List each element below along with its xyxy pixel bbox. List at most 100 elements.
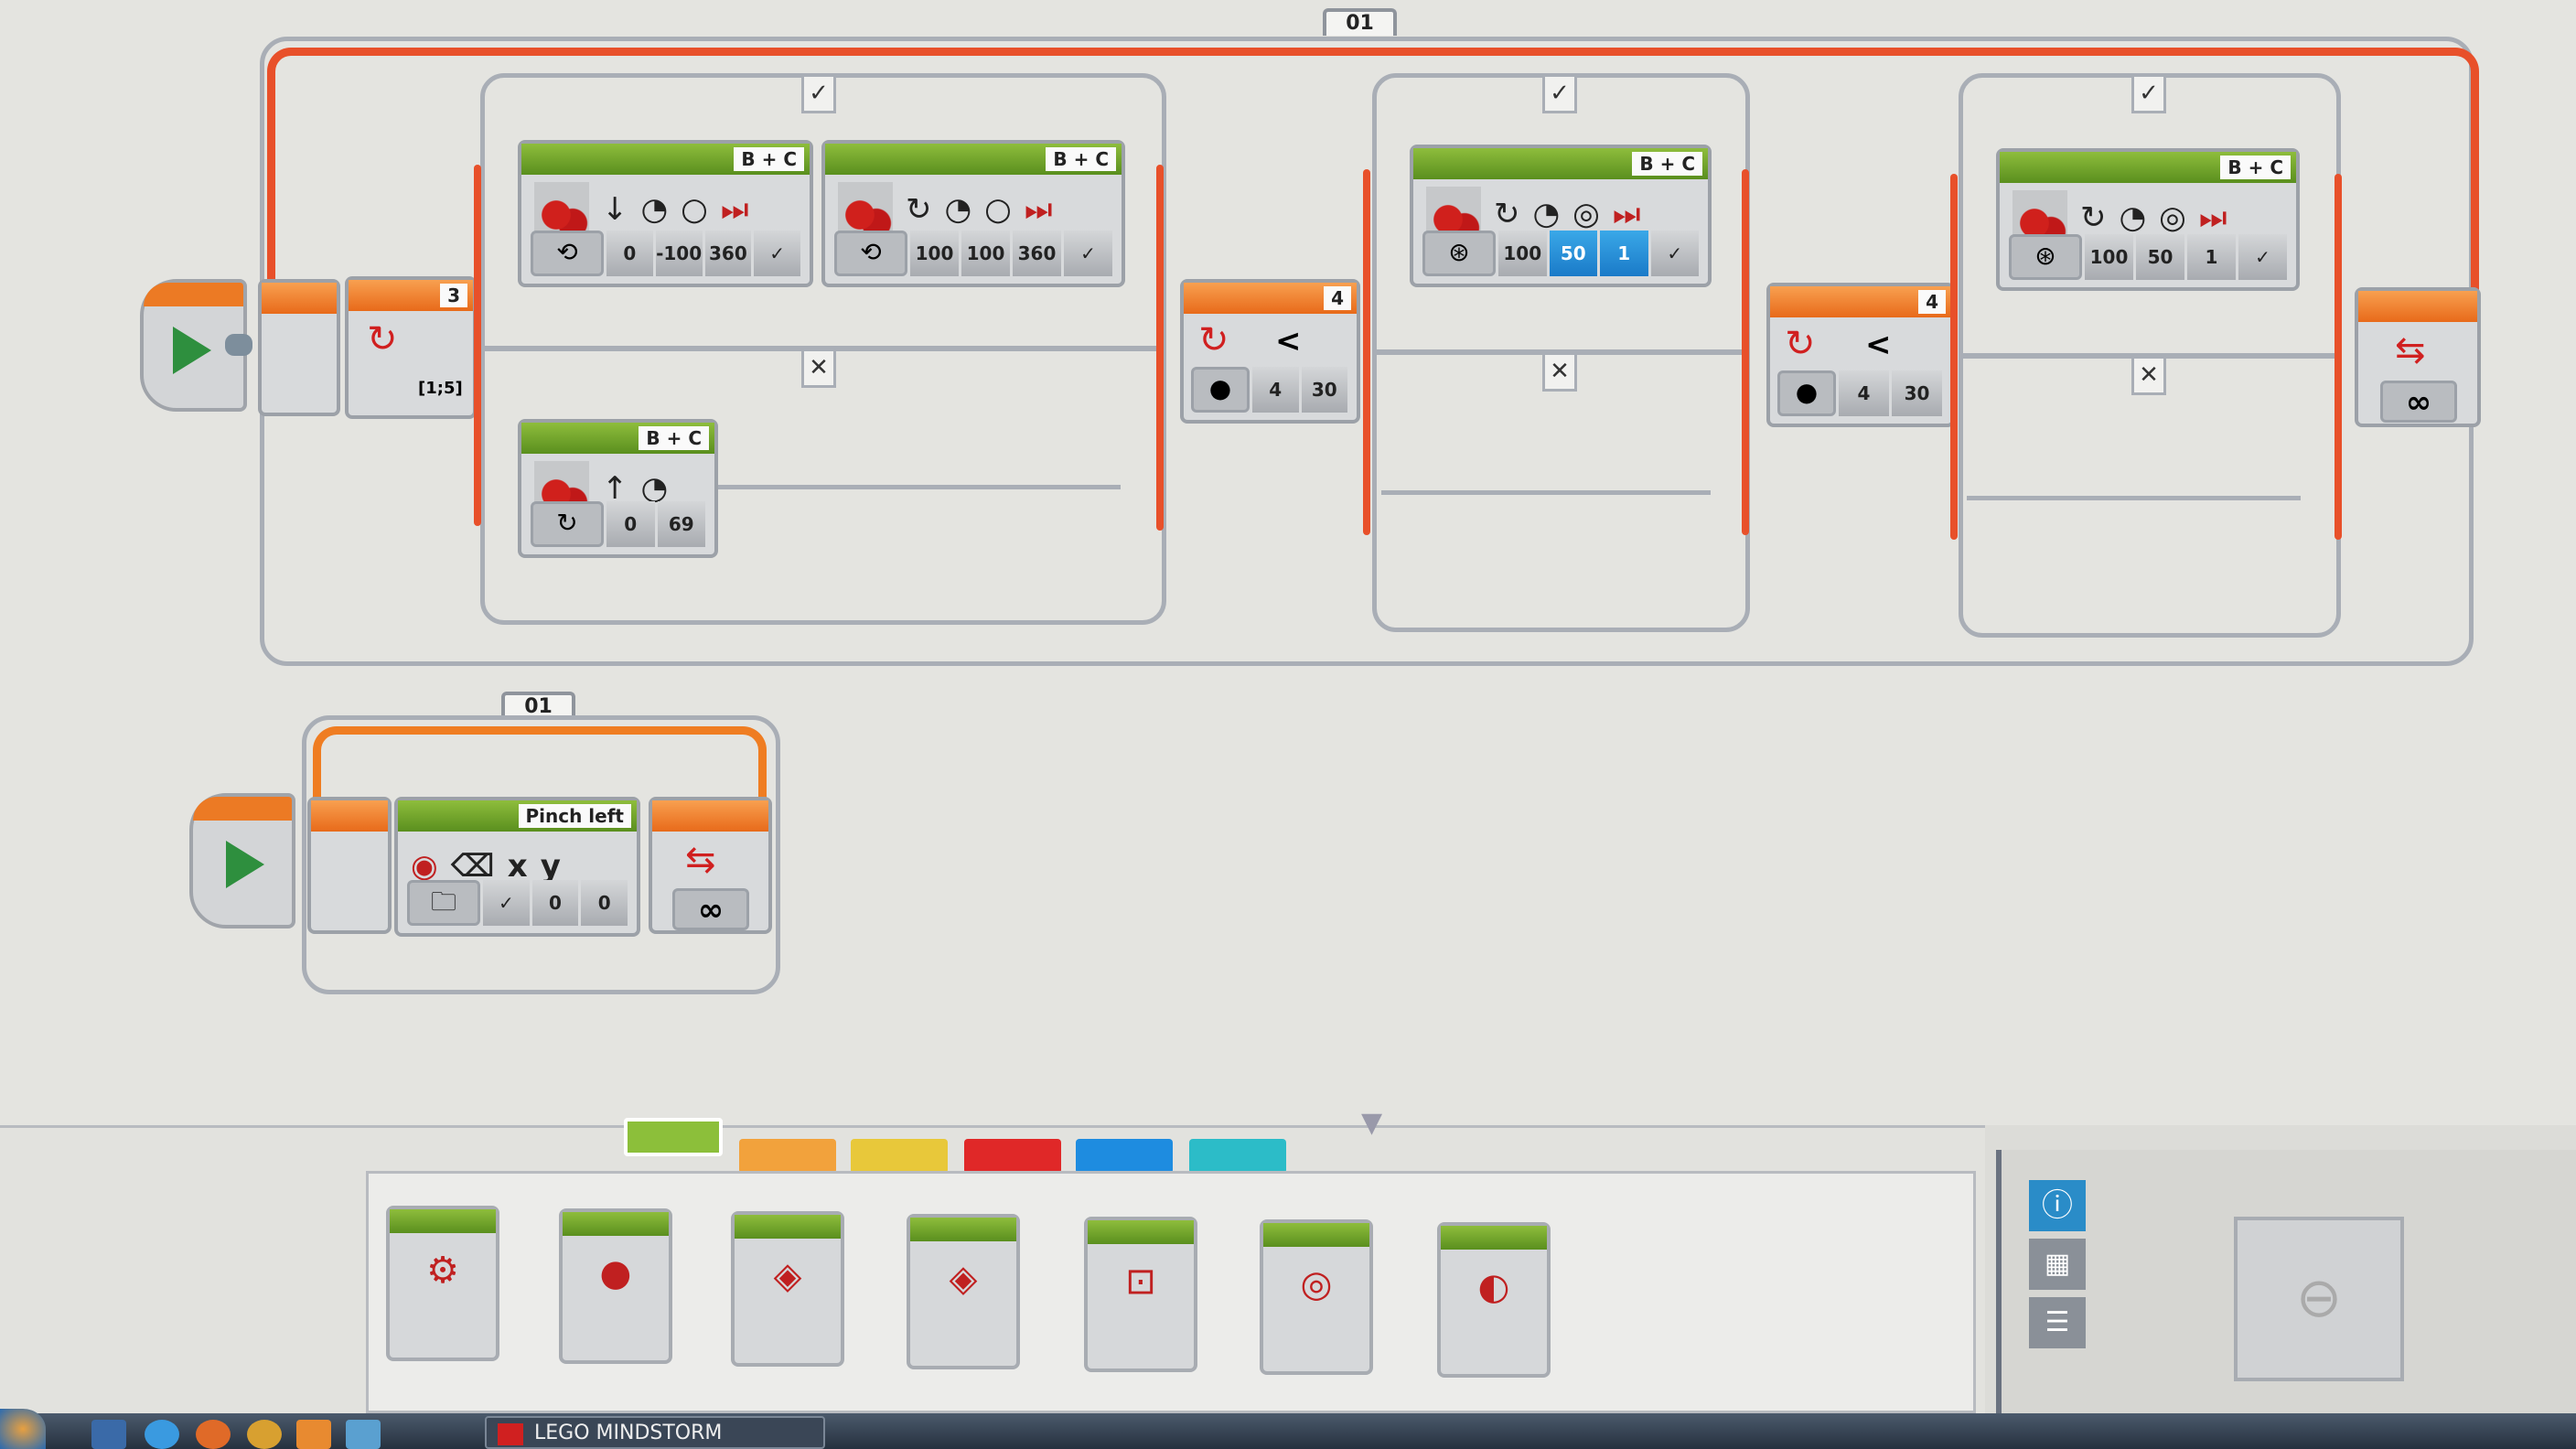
loop-end-block[interactable]: ⇆ ∞ (649, 797, 772, 934)
palette-tab-3[interactable] (851, 1139, 948, 1174)
sequence-wire (1381, 490, 1711, 495)
palette-block-brick-status-light[interactable]: ◐ (1437, 1222, 1551, 1378)
move-tank-block-2[interactable]: B + C ↻◔○⏭ ⟲ 100 100 360 ✓ (821, 140, 1125, 287)
param-y[interactable]: 0 (581, 880, 628, 926)
color-sensor-compare-icon: ↻ (367, 318, 398, 360)
switch3-true-tab[interactable]: ✓ (2131, 77, 2166, 113)
param-x[interactable]: 0 (531, 880, 579, 926)
mode-selector[interactable]: ↻ (531, 501, 604, 547)
firefox-icon[interactable] (196, 1420, 231, 1449)
lego-mindstorms-taskbar-button[interactable]: LEGO MINDSTORM (485, 1416, 825, 1449)
move-tank-block-3[interactable]: B + C ↑◔ ↻ 0 69 (518, 419, 718, 558)
move-steering-block-1[interactable]: B + C ↻◔◎⏭ ⊛ 100 50 1 ✓ (1410, 145, 1712, 287)
mode-selector[interactable]: ● (1191, 367, 1250, 413)
switch3-false-tab[interactable]: ✕ (2131, 359, 2166, 395)
start-block[interactable] (189, 793, 295, 928)
param-brake[interactable]: ✓ (1650, 231, 1699, 276)
palette-block-medium-motor[interactable]: ⚙ (386, 1206, 499, 1361)
param-degrees[interactable]: 360 (1013, 231, 1061, 276)
palette-block-move-steering[interactable]: ◈ (731, 1211, 844, 1367)
param-rotations[interactable]: 1 (1600, 231, 1648, 276)
move-steering-block-2[interactable]: B + C ↻◔◎⏭ ⊛ 100 50 1 ✓ (1996, 148, 2300, 291)
param-power[interactable]: 50 (2136, 234, 2184, 280)
desktop-icon[interactable] (346, 1420, 381, 1449)
switch1-right-bar (1156, 165, 1164, 531)
param-brake[interactable]: ✓ (2238, 234, 2287, 280)
degrees-icon: ○ (984, 191, 1012, 228)
brake-icon: ⏭ (2198, 199, 2227, 236)
switch1-divider (480, 346, 1166, 351)
x-label: x (507, 848, 528, 885)
brick-status-light-icon: ◐ (1477, 1266, 1510, 1308)
param-steering[interactable]: 100 (2085, 234, 2133, 280)
sound-icon: ◎ (1300, 1263, 1333, 1305)
internet-explorer-icon[interactable] (145, 1420, 179, 1449)
mode-selector[interactable]: ⊛ (1422, 231, 1496, 276)
param-degrees[interactable]: 360 (704, 231, 752, 276)
param-steering[interactable]: 0 (606, 231, 653, 276)
switch1-header-block[interactable]: 3 ↻ [1;5] (345, 276, 477, 419)
switch3-header-block[interactable]: 4 ↻ < ● 4 30 (1766, 283, 1955, 427)
medium-motor-icon: ⚙ (426, 1250, 459, 1292)
loop-mode[interactable]: ∞ (672, 888, 749, 930)
start-button[interactable] (0, 1409, 46, 1449)
palette-block-sound[interactable]: ◎ (1260, 1219, 1373, 1375)
param-brake[interactable]: ✓ (1064, 231, 1112, 276)
palette-block-large-motor[interactable]: ● (559, 1208, 672, 1364)
switch2-divider (1372, 349, 1750, 355)
switch1-left-bar (474, 165, 481, 526)
palette-tab-6[interactable] (1189, 1139, 1286, 1174)
param-steering[interactable]: 100 (910, 231, 959, 276)
loop-label[interactable]: 01 (501, 692, 575, 719)
param-steering[interactable]: 100 (1498, 231, 1547, 276)
brick-info-tab[interactable]: ⓘ (2029, 1180, 2086, 1231)
param-power[interactable]: 69 (657, 501, 705, 547)
param-threshold[interactable]: 30 (1892, 370, 1942, 416)
app-icon[interactable] (91, 1420, 126, 1449)
mode-selector[interactable]: ⟲ (834, 231, 907, 276)
power-icon: ◔ (640, 470, 669, 507)
switch1-false-tab[interactable]: ✕ (801, 351, 836, 388)
chrome-icon[interactable] (247, 1420, 282, 1449)
mode-selector[interactable]: ⟲ (531, 231, 604, 276)
compare-type: < (1865, 327, 1892, 363)
palette-block-move-tank[interactable]: ◈ (907, 1214, 1020, 1369)
param-rotations[interactable]: 1 (2187, 234, 2236, 280)
loop-label[interactable]: 01 (1323, 8, 1397, 36)
switch2-false-tab[interactable]: ✕ (1542, 355, 1577, 392)
loop-end-block[interactable]: ⇆ ∞ (2355, 287, 2481, 427)
switch3-divider (1959, 353, 2341, 359)
palette-tab-2[interactable] (739, 1139, 836, 1174)
file-icon[interactable]: 🗀 (407, 880, 480, 926)
param-brake[interactable]: ✓ (754, 231, 800, 276)
palette-block-display[interactable]: ⊡ (1084, 1217, 1197, 1372)
sensor-value: [1;5] (418, 379, 463, 398)
media-player-icon[interactable] (296, 1420, 331, 1449)
param-clear[interactable]: ✓ (483, 880, 530, 926)
palette-tab-1[interactable] (624, 1118, 723, 1156)
start-block[interactable] (140, 279, 247, 412)
param-port[interactable]: 4 (1252, 367, 1299, 413)
switch1-true-tab[interactable]: ✓ (801, 77, 836, 113)
param-threshold[interactable]: 30 (1301, 367, 1347, 413)
param-port[interactable]: 4 (1839, 370, 1889, 416)
param-steering[interactable]: 0 (606, 501, 655, 547)
palette-tab-5[interactable] (1076, 1139, 1173, 1174)
move-tank-block-1[interactable]: B + C ↓◔○⏭ ⟲ 0 -100 360 ✓ (518, 140, 813, 287)
switch2-true-tab[interactable]: ✓ (1542, 77, 1577, 113)
loop-mode[interactable]: ∞ (2380, 381, 2457, 423)
palette-collapse-icon[interactable]: ▼ (1361, 1107, 1383, 1139)
loop-start (258, 279, 340, 416)
mode-selector[interactable]: ● (1777, 370, 1836, 416)
available-bricks-tab[interactable]: ☰ (2029, 1297, 2086, 1348)
mode-selector[interactable]: ⊛ (2009, 234, 2082, 280)
palette-tab-4[interactable] (964, 1139, 1061, 1174)
param-power[interactable]: 100 (961, 231, 1010, 276)
loop-wire (313, 726, 767, 809)
param-power[interactable]: -100 (655, 231, 703, 276)
switch2-right-bar (1742, 169, 1749, 535)
switch2-header-block[interactable]: 4 ↻ < ● 4 30 (1180, 279, 1360, 424)
param-power[interactable]: 50 (1549, 231, 1597, 276)
port-view-tab[interactable]: ▦ (2029, 1239, 2086, 1290)
